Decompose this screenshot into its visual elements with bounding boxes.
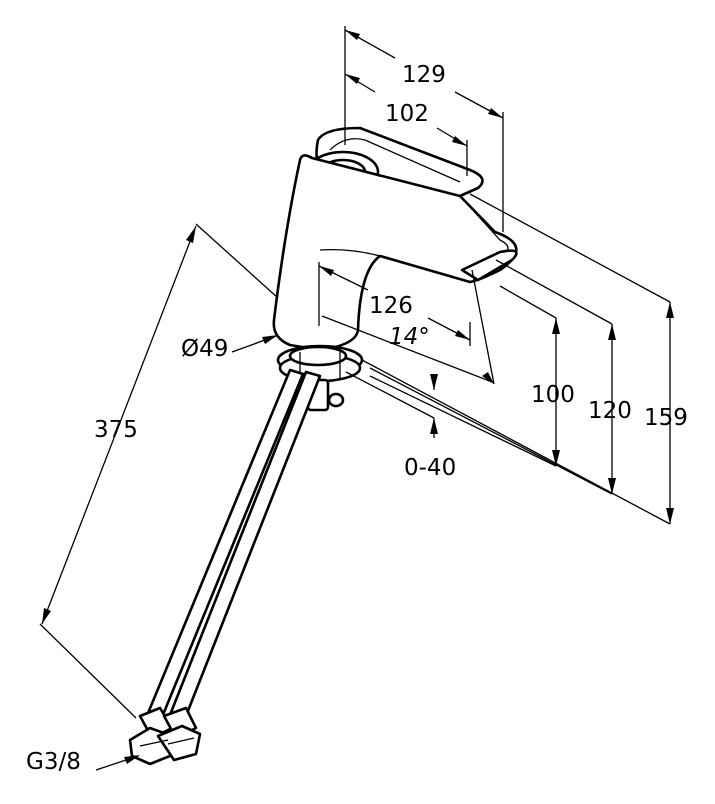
- faucet-body: [272, 126, 518, 352]
- dim-049: Ø49: [181, 336, 228, 362]
- dim-g38: G3/8: [26, 749, 81, 775]
- dim-129: 129: [402, 62, 446, 88]
- flexible-hoses: [128, 368, 322, 766]
- dim-0-40: 0-40: [404, 455, 456, 481]
- dimension-lines: [39, 26, 674, 771]
- mounting-set: [276, 344, 364, 412]
- dim-126: 126: [369, 293, 413, 319]
- dim-angle: 14°: [389, 324, 430, 350]
- dim-375: 375: [94, 417, 138, 443]
- dim-159: 159: [644, 405, 688, 431]
- dim-100: 100: [531, 382, 575, 408]
- dim-102: 102: [385, 101, 429, 127]
- dimension-labels: 129 102 126 14° 100 120 159 375 Ø49 0-40…: [26, 62, 688, 775]
- dim-120: 120: [588, 398, 632, 424]
